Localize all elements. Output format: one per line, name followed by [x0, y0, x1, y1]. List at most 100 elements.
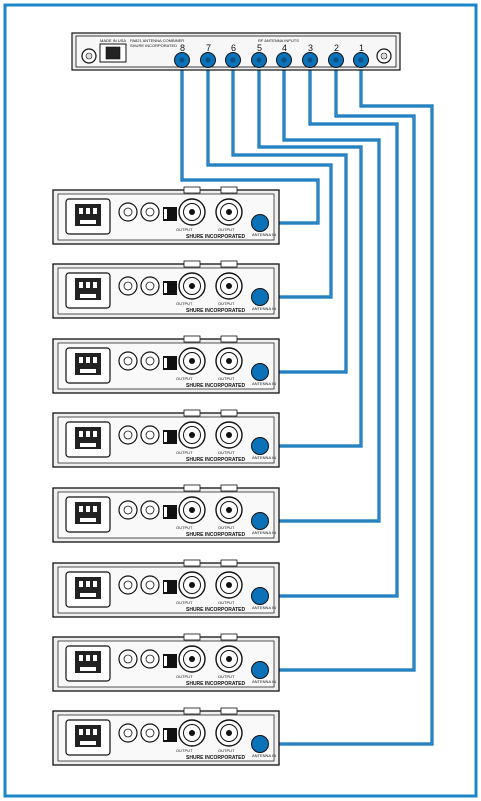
xlr-pin-icon — [189, 432, 195, 438]
xlr-pin-icon — [189, 209, 195, 215]
output-right-label: OUTPUT — [218, 376, 235, 381]
round-jack-inner-icon — [145, 207, 155, 217]
socket-pin-icon — [79, 581, 83, 587]
rf-cable-highlight — [258, 60, 362, 447]
rf-port-1-number: 1 — [359, 43, 364, 53]
socket-pin-icon — [79, 357, 83, 363]
round-jack-inner-icon — [123, 207, 133, 217]
socket-pin-icon — [86, 506, 90, 512]
xlr-latch-icon — [183, 186, 201, 194]
receiver-brand-label: SHURE INCORPORATED — [186, 457, 245, 463]
fuse-holder-icon — [80, 667, 96, 671]
output-left-label: OUTPUT — [176, 748, 193, 753]
rf-cable-highlight — [260, 60, 415, 671]
switch-lever-icon — [164, 358, 167, 368]
xlr-latch-icon — [183, 633, 201, 641]
round-jack-inner-icon — [145, 728, 155, 738]
round-jack-inner-icon — [145, 505, 155, 515]
output-right-label: OUTPUT — [218, 301, 235, 306]
fuse-holder-icon — [80, 220, 96, 224]
rf-cable-highlight — [260, 60, 398, 597]
round-jack-inner-icon — [123, 580, 133, 590]
antenna-combiner: MADE IN USA PA821 ANTENNA COMBINER SHURE… — [71, 32, 401, 71]
fuse-holder-icon — [80, 369, 96, 373]
output-left-label: OUTPUT — [176, 600, 193, 605]
receiver-unit: OUTPUT OUTPUT SHURE INCORPORATED ANTENNA IN — [52, 260, 280, 319]
receiver-brand-label: SHURE INCORPORATED — [186, 308, 245, 314]
switch-lever-icon — [164, 656, 167, 666]
antenna-in-label: ANTENNA IN — [252, 306, 276, 311]
socket-pin-icon — [93, 282, 97, 288]
round-jack-inner-icon — [123, 654, 133, 664]
round-jack-inner-icon — [145, 654, 155, 664]
round-jack-inner-icon — [123, 430, 133, 440]
rack-screw-left-inner-icon — [85, 52, 93, 60]
receiver-brand-label: SHURE INCORPORATED — [186, 532, 245, 538]
xlr-pin-icon — [226, 730, 232, 736]
round-jack-inner-icon — [123, 728, 133, 738]
xlr-latch-icon — [220, 707, 238, 715]
rack-screw-right-inner-icon — [380, 52, 388, 60]
output-right-label: OUTPUT — [218, 450, 235, 455]
antenna-input-icon — [251, 735, 269, 753]
rf-port-7-center-icon — [205, 57, 211, 63]
round-jack-inner-icon — [123, 356, 133, 366]
socket-pin-icon — [93, 506, 97, 512]
switch-lever-icon — [164, 582, 167, 592]
rf-port-3-number: 3 — [308, 43, 313, 53]
xlr-latch-icon — [183, 335, 201, 343]
antenna-input-icon — [251, 288, 269, 306]
rf-cable-path — [206, 60, 333, 299]
xlr-pin-icon — [189, 730, 195, 736]
output-left-label: OUTPUT — [176, 301, 193, 306]
output-right-label: OUTPUT — [218, 674, 235, 679]
round-jack-inner-icon — [145, 430, 155, 440]
receiver-brand-label: SHURE INCORPORATED — [186, 755, 245, 761]
rf-cable-path — [260, 60, 416, 672]
output-left-label: OUTPUT — [176, 376, 193, 381]
antenna-input-icon — [251, 512, 269, 530]
round-jack-inner-icon — [123, 505, 133, 515]
antenna-in-label: ANTENNA IN — [252, 753, 276, 758]
rf-cable-path — [180, 60, 320, 225]
rf-cable-path — [260, 60, 399, 598]
rf-port-8-center-icon — [179, 57, 185, 63]
socket-pin-icon — [93, 581, 97, 587]
rf-port-4-center-icon — [281, 57, 287, 63]
output-right-label: OUTPUT — [218, 600, 235, 605]
xlr-latch-icon — [220, 186, 238, 194]
cable-group — [180, 60, 434, 746]
output-left-label: OUTPUT — [176, 674, 193, 679]
fuse-holder-icon — [80, 518, 96, 522]
round-jack-inner-icon — [123, 281, 133, 291]
socket-pin-icon — [86, 282, 90, 288]
socket-pin-icon — [86, 357, 90, 363]
rf-port-1-center-icon — [358, 57, 364, 63]
combiner-model-label: PA821 ANTENNA COMBINER — [130, 38, 184, 43]
xlr-pin-icon — [189, 582, 195, 588]
antenna-input-icon — [251, 661, 269, 679]
xlr-latch-icon — [183, 484, 201, 492]
antenna-input-icon — [251, 437, 269, 455]
socket-pin-icon — [93, 655, 97, 661]
antenna-in-label: ANTENNA IN — [252, 232, 276, 237]
antenna-in-label: ANTENNA IN — [252, 530, 276, 535]
switch-lever-icon — [164, 432, 167, 442]
xlr-latch-icon — [220, 484, 238, 492]
switch-lever-icon — [164, 209, 167, 219]
socket-pin-icon — [93, 729, 97, 735]
antenna-in-label: ANTENNA IN — [252, 605, 276, 610]
xlr-latch-icon — [183, 260, 201, 268]
rf-port-6-center-icon — [230, 57, 236, 63]
round-jack-inner-icon — [145, 281, 155, 291]
round-jack-inner-icon — [145, 580, 155, 590]
antenna-input-icon — [251, 363, 269, 381]
socket-pin-icon — [86, 655, 90, 661]
rf-inputs-label: RF ANTENNA INPUTS — [258, 38, 299, 43]
rf-port-3-center-icon — [307, 57, 313, 63]
xlr-pin-icon — [189, 358, 195, 364]
xlr-latch-icon — [183, 559, 201, 567]
